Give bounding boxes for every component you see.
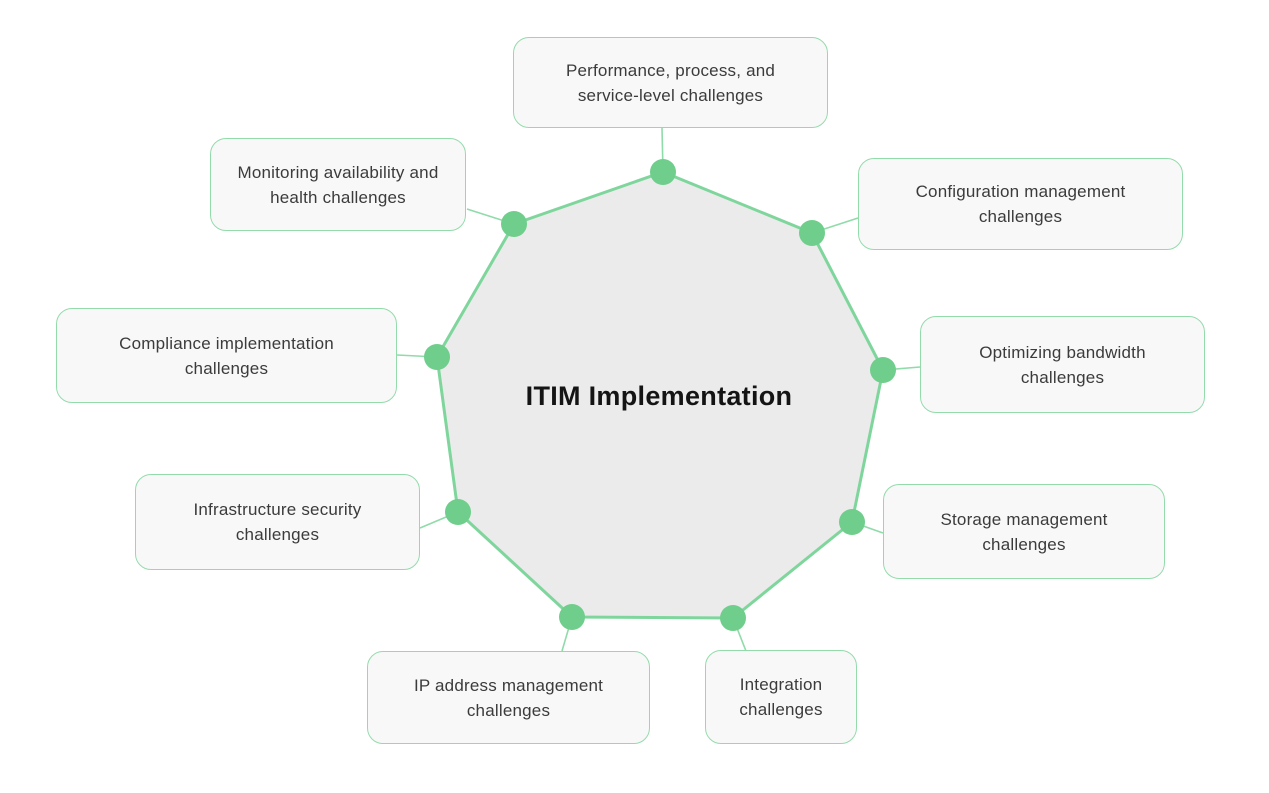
center-polygon[interactable] — [435, 170, 885, 620]
vertex-dot — [870, 357, 896, 383]
node-box-ip-address[interactable]: IP address management challenges — [367, 651, 650, 744]
vertex-dots — [424, 159, 896, 631]
vertex-dot — [501, 211, 527, 237]
center-title: ITIM Implementation — [525, 380, 793, 411]
vertex-dot — [720, 605, 746, 631]
node-label: Configuration management challenges — [915, 182, 1126, 226]
node-box-configuration[interactable]: Configuration management challenges — [858, 158, 1183, 250]
node-label: Monitoring availability and health chall… — [237, 162, 439, 207]
node-label: IP address management challenges — [413, 675, 604, 720]
node-box-integration[interactable]: Integration challenges — [705, 650, 857, 744]
vertex-dot — [839, 509, 865, 535]
vertex-dot — [559, 604, 585, 630]
vertex-dot — [424, 344, 450, 370]
vertex-dot — [650, 159, 676, 185]
node-box-compliance[interactable]: Compliance implementation challenges — [56, 308, 397, 403]
vertex-dot — [799, 220, 825, 246]
node-label: Infrastructure security challenges — [193, 500, 362, 544]
node-box-optimizing[interactable]: Optimizing bandwidth challenges — [920, 316, 1205, 413]
node-label: Compliance implementation challenges — [119, 333, 334, 378]
node-box-infrastructure[interactable]: Infrastructure security challenges — [135, 474, 420, 570]
vertex-dot — [445, 499, 471, 525]
node-label: Optimizing bandwidth challenges — [979, 342, 1146, 387]
node-box-storage[interactable]: Storage management challenges — [883, 484, 1165, 579]
node-box-performance[interactable]: Performance, process, and service-level … — [513, 37, 828, 128]
node-label: Performance, process, and service-level … — [565, 60, 776, 105]
node-box-monitoring[interactable]: Monitoring availability and health chall… — [210, 138, 466, 231]
node-label: Storage management challenges — [940, 509, 1108, 554]
node-label: Integration challenges — [739, 675, 823, 719]
